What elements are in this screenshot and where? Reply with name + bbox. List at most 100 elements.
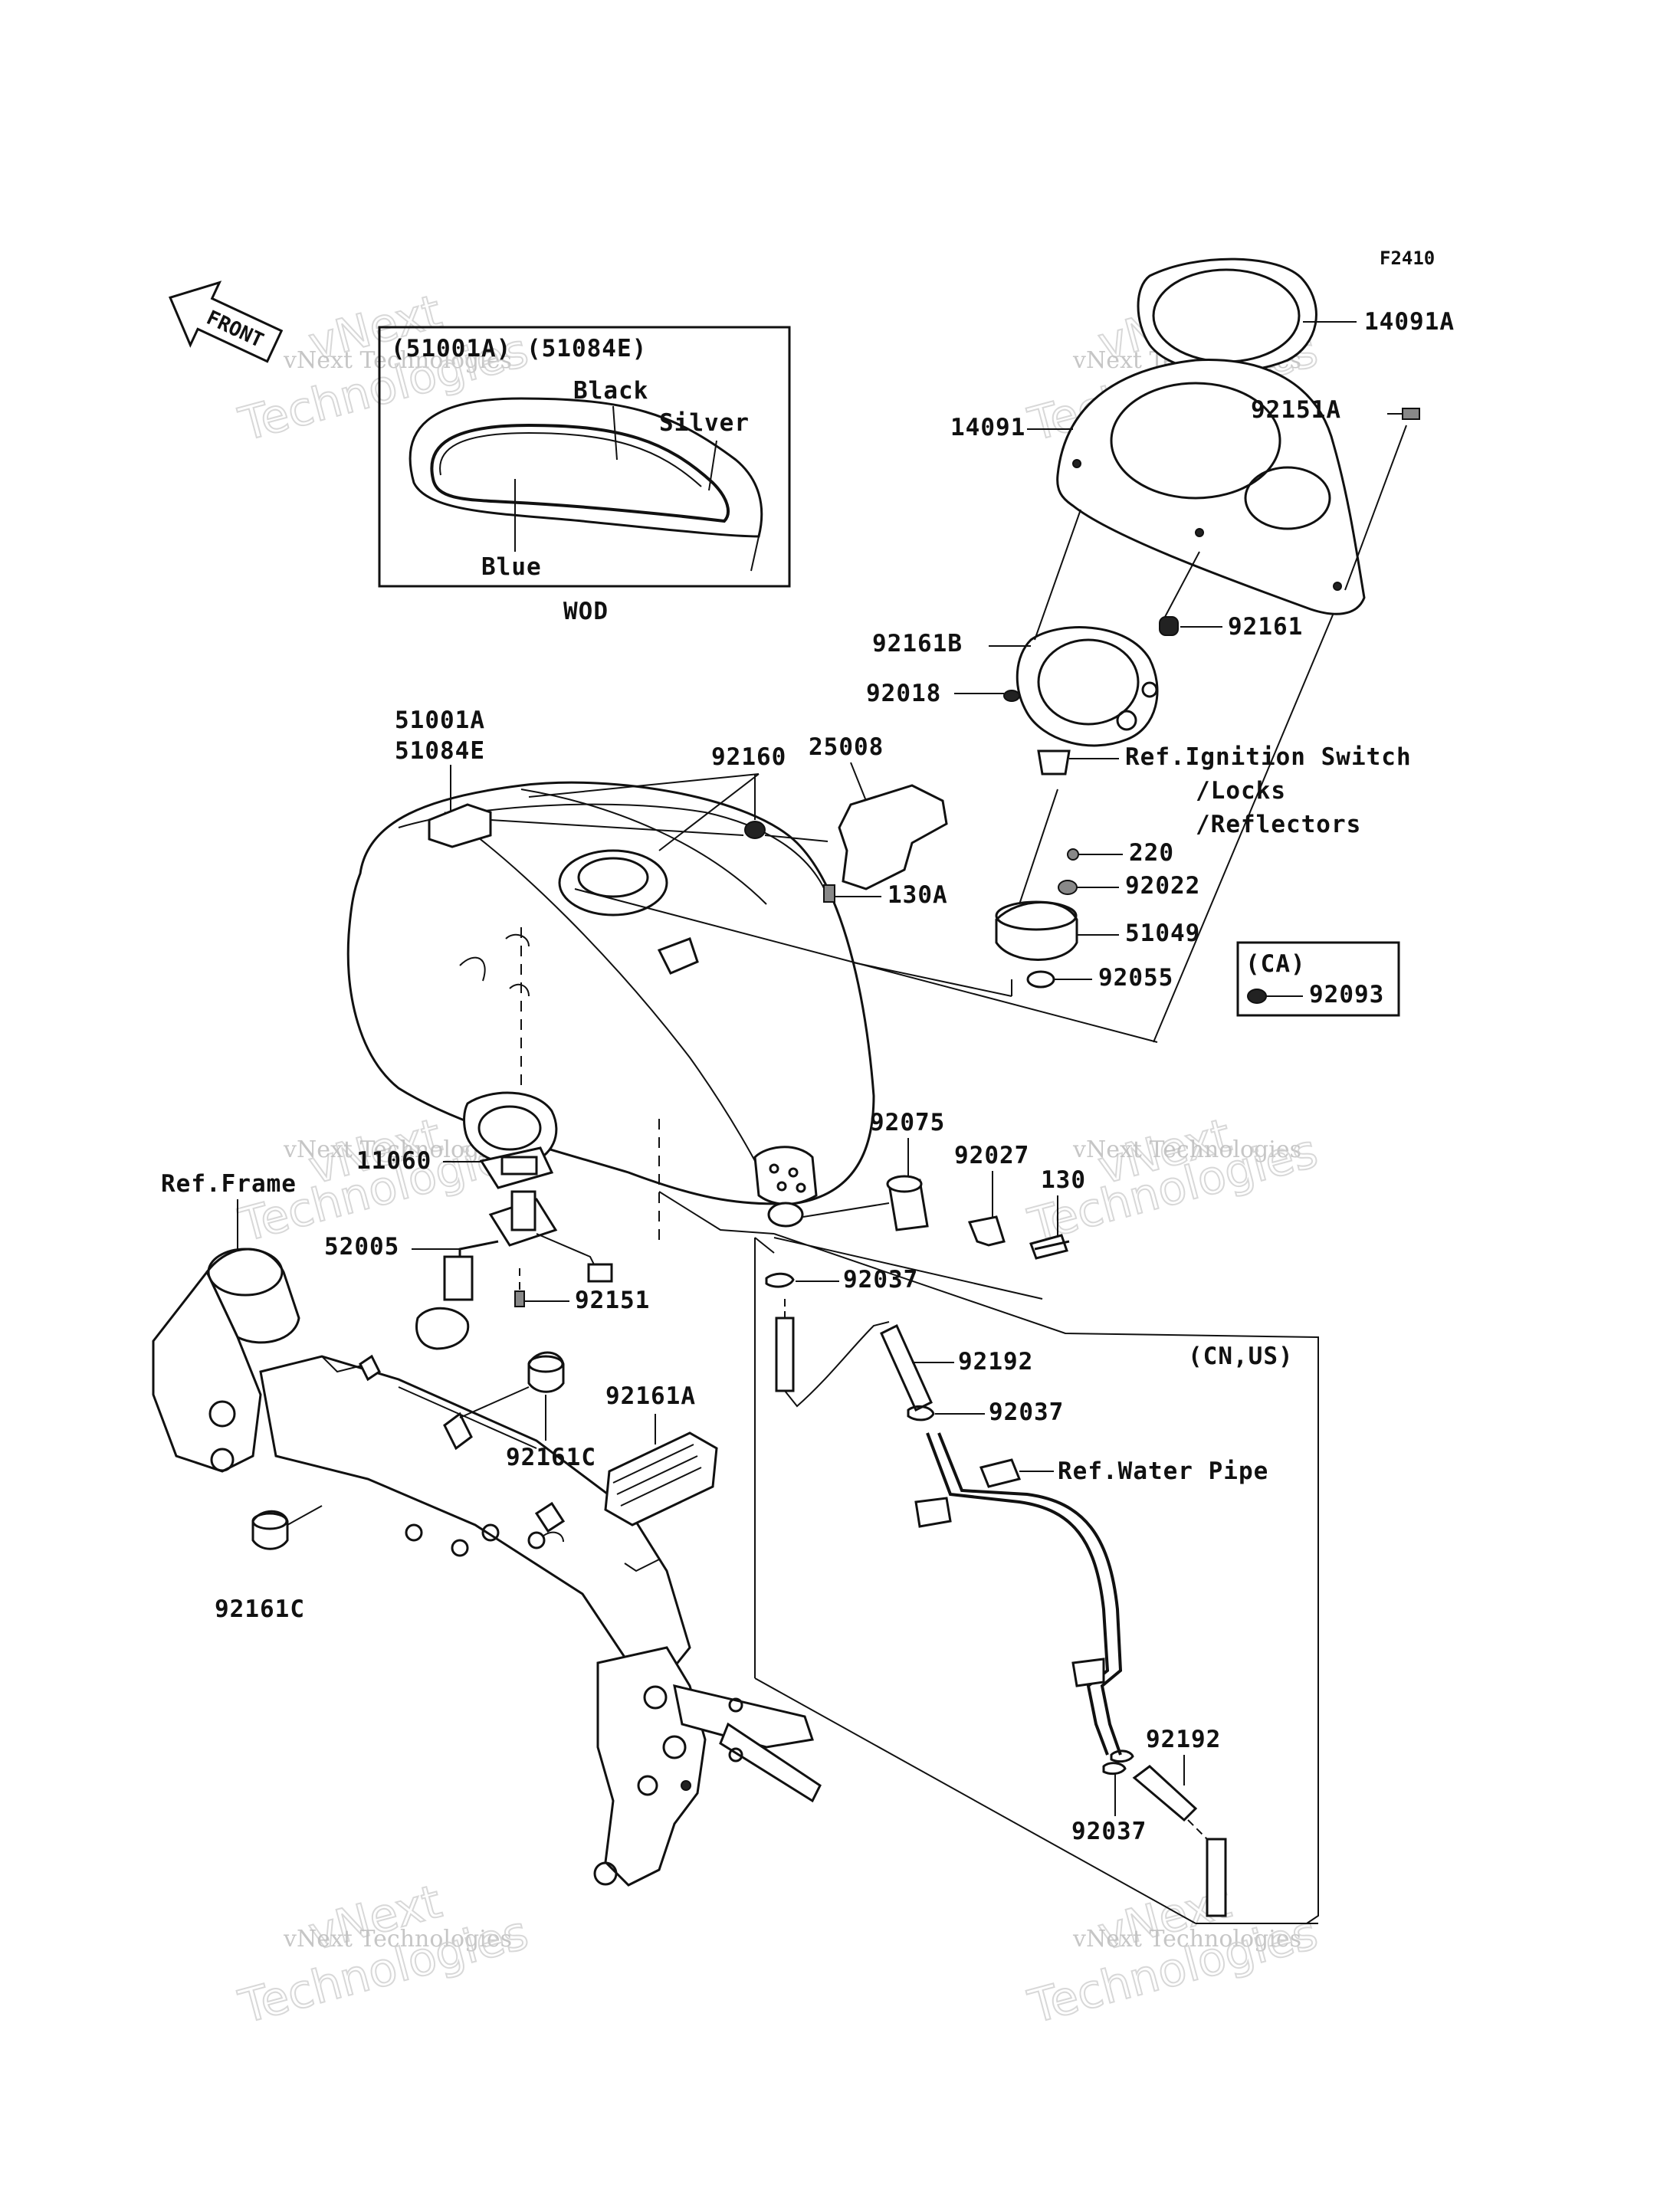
ring-92161b-inner bbox=[1037, 638, 1140, 726]
damper-top-face bbox=[251, 1512, 288, 1530]
meter-cover-14091 bbox=[1056, 359, 1366, 615]
frame-clip bbox=[542, 1531, 564, 1543]
water-pipe bbox=[937, 1432, 1123, 1756]
fuel-cap-top bbox=[995, 900, 1078, 931]
frame-hole bbox=[405, 1523, 423, 1542]
leader bbox=[658, 1191, 775, 1235]
water-pipe-clip bbox=[979, 1458, 1022, 1488]
label-14091: 14091 bbox=[950, 414, 1025, 441]
leader bbox=[528, 773, 760, 798]
label-92027: 92027 bbox=[954, 1142, 1029, 1169]
label-11060: 11060 bbox=[356, 1147, 431, 1175]
frame-gusset bbox=[321, 1356, 369, 1373]
frame-clip bbox=[624, 1559, 660, 1572]
damper-top bbox=[886, 1175, 923, 1193]
ignition-plug bbox=[1037, 749, 1071, 776]
meter-cover-assembly: 14091A 14091 92151A 92161 92161B 920 bbox=[866, 257, 1455, 1043]
label-51049: 51049 bbox=[1125, 920, 1200, 947]
rear-mount-group: 92075 92027 130 bbox=[802, 1109, 1085, 1260]
clamp-92037-a bbox=[765, 1272, 795, 1288]
frame-hole bbox=[481, 1523, 500, 1542]
label-92161c-a: 92161C bbox=[506, 1444, 596, 1471]
label-92151a: 92151A bbox=[1251, 396, 1341, 424]
nut-92093 bbox=[1247, 989, 1267, 1004]
mount-hole bbox=[1195, 528, 1204, 537]
oring-92055 bbox=[1026, 970, 1055, 989]
bracket-25008 bbox=[838, 784, 948, 890]
pad-92161a bbox=[604, 1431, 718, 1526]
label-cn-us: (CN,US) bbox=[1188, 1343, 1294, 1370]
diagram-code: F2410 bbox=[1380, 248, 1435, 269]
label-92037-a: 92037 bbox=[843, 1266, 918, 1294]
label-92075: 92075 bbox=[870, 1109, 945, 1136]
frame-mount-hole bbox=[208, 1400, 236, 1428]
sensor-52005-body bbox=[510, 1190, 536, 1231]
inset-tank-tail bbox=[750, 536, 760, 572]
frame-tab bbox=[443, 1412, 473, 1451]
damper-top-face bbox=[527, 1355, 564, 1373]
tank-front-bracket bbox=[428, 803, 492, 848]
tank-clip bbox=[505, 933, 530, 947]
sensor-float-housing bbox=[443, 1255, 474, 1301]
frame-mount-hole bbox=[210, 1448, 235, 1472]
label-92055: 92055 bbox=[1098, 964, 1173, 992]
tank-bottom-gasket-inner bbox=[477, 1105, 542, 1151]
hose-route bbox=[784, 1321, 890, 1408]
washer-92022 bbox=[1058, 880, 1078, 895]
frame-rear-rail bbox=[673, 1684, 814, 1749]
clamp-92037-c bbox=[1102, 1762, 1127, 1776]
frame-bolt bbox=[681, 1780, 691, 1791]
cn-us-bracket bbox=[773, 1233, 1319, 1924]
shield-hole bbox=[769, 1163, 779, 1174]
label-51001a: 51001A bbox=[395, 707, 485, 734]
ignition-cap-group: Ref.Ignition Switch /Locks /Reflectors 2… bbox=[651, 743, 1411, 1017]
leader bbox=[754, 1237, 775, 1254]
sensor-float bbox=[415, 1307, 470, 1350]
leader bbox=[612, 405, 618, 461]
ring-92161b-boss bbox=[1116, 710, 1137, 731]
watermark-text: vNext Technologies bbox=[1072, 1136, 1301, 1163]
frame-pivot-hole bbox=[643, 1685, 668, 1710]
damper-92161c-bottom bbox=[251, 1510, 289, 1550]
pump-plate-inner bbox=[500, 1156, 538, 1176]
label-ref-ignition-2: /Locks bbox=[1196, 777, 1286, 805]
label-51084e: 51084E bbox=[395, 737, 485, 765]
grommet-92018 bbox=[1003, 690, 1020, 702]
frame-front-section bbox=[152, 1270, 262, 1473]
label-ref-ignition-3: /Reflectors bbox=[1196, 811, 1361, 838]
grommet-92161 bbox=[1159, 616, 1179, 636]
watermark-text: vNext Technologies bbox=[283, 347, 512, 374]
water-pipe-bracket-lower bbox=[1071, 1658, 1105, 1687]
inset-color-silver: Silver bbox=[659, 409, 750, 437]
water-pipe bbox=[926, 1432, 1110, 1756]
leader bbox=[773, 1237, 1043, 1300]
bolt-shank bbox=[1034, 1240, 1070, 1251]
frame-seam bbox=[398, 1386, 537, 1449]
hose-left bbox=[775, 1317, 795, 1392]
inset-header: (51001A) (51084E) bbox=[391, 335, 647, 362]
frame-tab bbox=[359, 1354, 381, 1382]
shield-hole bbox=[788, 1167, 799, 1178]
leader bbox=[754, 1677, 1196, 1924]
fuel-cap-51049 bbox=[995, 901, 1078, 961]
frame-hole bbox=[593, 1861, 618, 1886]
screw-head bbox=[1402, 408, 1420, 420]
leader bbox=[490, 819, 744, 836]
leader bbox=[764, 835, 829, 842]
label-ref-water-pipe: Ref.Water Pipe bbox=[1058, 1458, 1268, 1485]
water-pipe-bracket bbox=[914, 1497, 952, 1528]
frame-hole bbox=[451, 1539, 469, 1557]
mount-hole bbox=[1072, 459, 1081, 468]
label-14091a: 14091A bbox=[1364, 308, 1455, 336]
leader bbox=[658, 773, 760, 851]
tank-clip bbox=[509, 983, 530, 997]
hose-group: (CN,US) 92037 92192 92037 Ref.Water Pipe… bbox=[658, 1191, 1319, 1924]
frame: Ref.Frame bbox=[152, 1170, 822, 1887]
frame-hole bbox=[637, 1775, 658, 1796]
shield-hole bbox=[776, 1181, 787, 1192]
label-ca: (CA) bbox=[1245, 950, 1306, 978]
hose-lower-end bbox=[1206, 1838, 1227, 1917]
frame-rear-section bbox=[596, 1646, 707, 1887]
leader bbox=[850, 762, 867, 802]
